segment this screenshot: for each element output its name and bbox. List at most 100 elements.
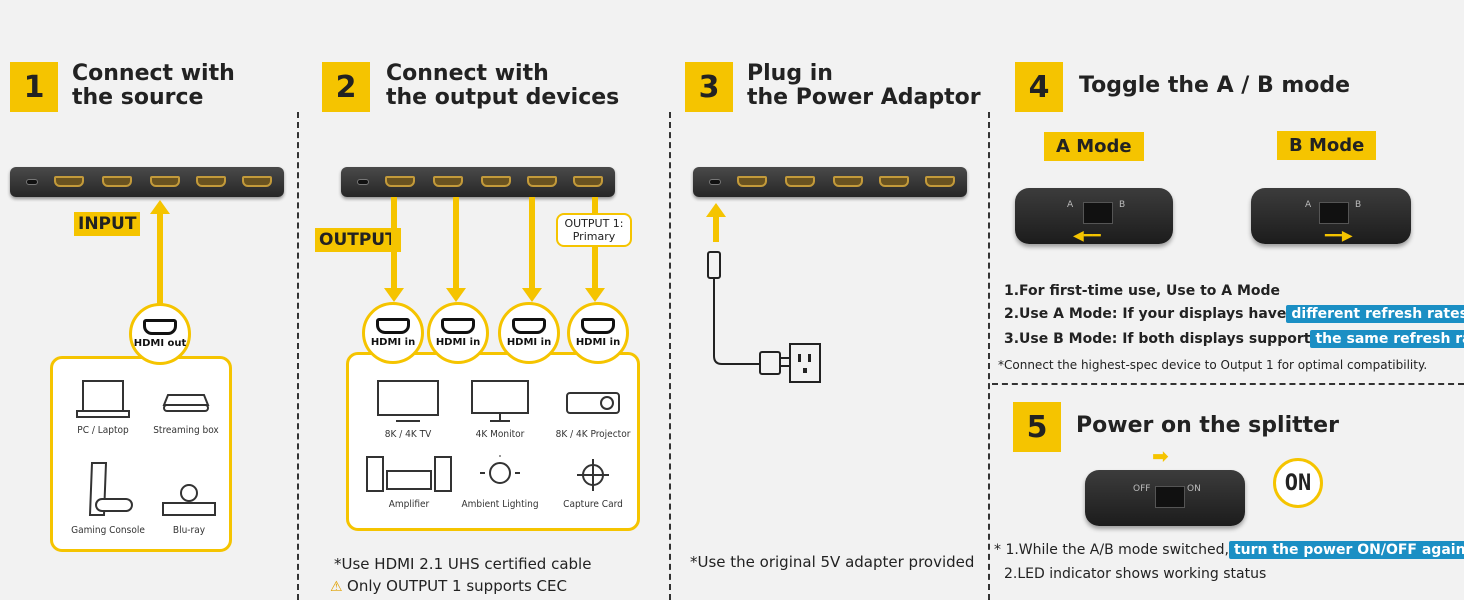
- instruction-1: 1.For first-time use, Use to A Mode: [1004, 283, 1281, 299]
- power-adapter-icon: [707, 251, 821, 383]
- highlight-text: different refresh rates: [1286, 305, 1464, 323]
- hdmi-in-label: HDMI in: [506, 337, 552, 348]
- device-tv: 8K / 4K TV: [363, 379, 453, 440]
- step3-number: 3: [685, 62, 733, 112]
- connector-line: [453, 197, 459, 289]
- hdmi-port: [242, 176, 272, 187]
- divider-4-5: [992, 383, 1464, 385]
- arrow-down-icon: [384, 288, 404, 302]
- device-label: Amplifier: [388, 499, 430, 510]
- cable-note: *Use HDMI 2.1 UHS certified cable: [334, 555, 592, 573]
- step1-number: 1: [10, 62, 58, 112]
- mode-a-label: A Mode: [1044, 132, 1144, 161]
- step5-title: Power on the splitter: [1076, 413, 1339, 438]
- splitter-device-1: [10, 167, 284, 197]
- hdmi-port: [573, 176, 603, 187]
- step2-number: 2: [322, 62, 370, 112]
- switch-label-a: A: [1305, 200, 1312, 210]
- monitor-icon: [471, 380, 529, 422]
- hdmi-in-badge: HDMI in: [427, 302, 489, 364]
- hdmi-port: [433, 176, 463, 187]
- connector-line: [391, 197, 397, 289]
- hdmi-in-badge: HDMI in: [567, 302, 629, 364]
- step4-number: 4: [1015, 62, 1063, 112]
- device-streaming-box: Streaming box: [141, 377, 231, 436]
- hdmi-connector-icon: [581, 318, 615, 334]
- splitter-power: OFF ON: [1085, 470, 1245, 526]
- ab-switch: [1083, 202, 1113, 224]
- highlight-text: the same refresh rate: [1310, 330, 1464, 348]
- hdmi-port: [879, 176, 909, 187]
- power-instruction-1: * 1.While the A/B mode switched,turn the…: [994, 541, 1464, 559]
- hdmi-in-badge: HDMI in: [498, 302, 560, 364]
- hdmi-port: [527, 176, 557, 187]
- hdmi-connector-icon: [376, 318, 410, 334]
- hdmi-in-badge: HDMI in: [362, 302, 424, 364]
- divider-1-2: [297, 112, 299, 600]
- device-projector: 8K / 4K Projector: [545, 379, 641, 440]
- device-label: 4K Monitor: [475, 429, 525, 440]
- hdmi-port: [385, 176, 415, 187]
- device-monitor: 4K Monitor: [455, 379, 545, 440]
- switch-label-b: B: [1355, 200, 1362, 210]
- power-instruction-2: 2.LED indicator shows working status: [1004, 566, 1267, 582]
- instruction-text: 2.Use A Mode: If your displays have: [1004, 306, 1287, 322]
- arrow-down-icon: [585, 288, 605, 302]
- arrow-up-icon: [150, 200, 170, 214]
- instruction-text: 3.Use B Mode: If both displays support: [1004, 331, 1311, 347]
- step5-number: 5: [1013, 402, 1061, 452]
- arrow-down-icon: [522, 288, 542, 302]
- highlight-text: turn the power ON/OFF again: [1228, 541, 1464, 559]
- cec-note: ⚠ Only OUTPUT 1 supports CEC: [330, 577, 567, 596]
- tv-icon: [377, 380, 439, 422]
- usb-port: [26, 179, 38, 185]
- switch-label-b: B: [1119, 200, 1126, 210]
- usb-port: [357, 179, 369, 185]
- device-label: Capture Card: [563, 499, 623, 510]
- step3-title: Plug in the Power Adaptor: [747, 61, 981, 110]
- switch-label-off: OFF: [1133, 484, 1151, 494]
- adapter-note: *Use the original 5V adapter provided: [690, 553, 975, 571]
- hdmi-connector-icon: [143, 319, 177, 335]
- arrow-right-icon: ➡: [1152, 444, 1169, 468]
- capture-icon: [577, 459, 609, 491]
- device-label: Streaming box: [153, 425, 219, 436]
- output1-primary-label: OUTPUT 1: Primary: [556, 213, 632, 247]
- hdmi-port: [481, 176, 511, 187]
- hdmi-in-label: HDMI in: [575, 337, 621, 348]
- device-label: 8K / 4K Projector: [555, 429, 631, 440]
- on-badge: ON: [1273, 458, 1323, 508]
- arrow-down-icon: [446, 288, 466, 302]
- arrow-right-icon: ━━▶: [1325, 228, 1353, 244]
- hdmi-port: [737, 176, 767, 187]
- step1-title: Connect with the source: [72, 61, 235, 110]
- hdmi-in-label: HDMI in: [435, 337, 481, 348]
- hdmi-port: [196, 176, 226, 187]
- hdmi-in-label: HDMI in: [370, 337, 416, 348]
- hdmi-port: [150, 176, 180, 187]
- projector-icon: [566, 392, 620, 414]
- arrow-left-icon: ◀━━: [1073, 228, 1101, 244]
- device-label: 8K / 4K TV: [384, 429, 432, 440]
- device-ambient-lighting: Ambient Lighting: [455, 455, 545, 510]
- step2-title: Connect with the output devices: [386, 61, 620, 110]
- output-label: OUTPUT: [315, 228, 401, 252]
- cec-note-text: Only OUTPUT 1 supports CEC: [347, 577, 567, 595]
- step4-title: Toggle the A / B mode: [1079, 73, 1351, 98]
- switch-label-a: A: [1067, 200, 1074, 210]
- device-pc-laptop: PC / Laptop: [63, 377, 143, 436]
- device-amplifier: Amplifier: [359, 455, 459, 510]
- amplifier-icon: [366, 456, 452, 492]
- streaming-box-icon: [162, 394, 210, 412]
- warning-icon: ⚠: [330, 579, 343, 595]
- source-devices-box: PC / Laptop Streaming box Gaming Console…: [50, 356, 232, 552]
- splitter-device-3: [693, 167, 967, 197]
- hdmi-port: [833, 176, 863, 187]
- device-label: PC / Laptop: [77, 425, 129, 436]
- instruction-text: * 1.While the A/B mode switched,: [994, 542, 1229, 558]
- hdmi-port: [785, 176, 815, 187]
- hdmi-connector-icon: [441, 318, 475, 334]
- connector-line: [157, 213, 163, 307]
- hdmi-port: [54, 176, 84, 187]
